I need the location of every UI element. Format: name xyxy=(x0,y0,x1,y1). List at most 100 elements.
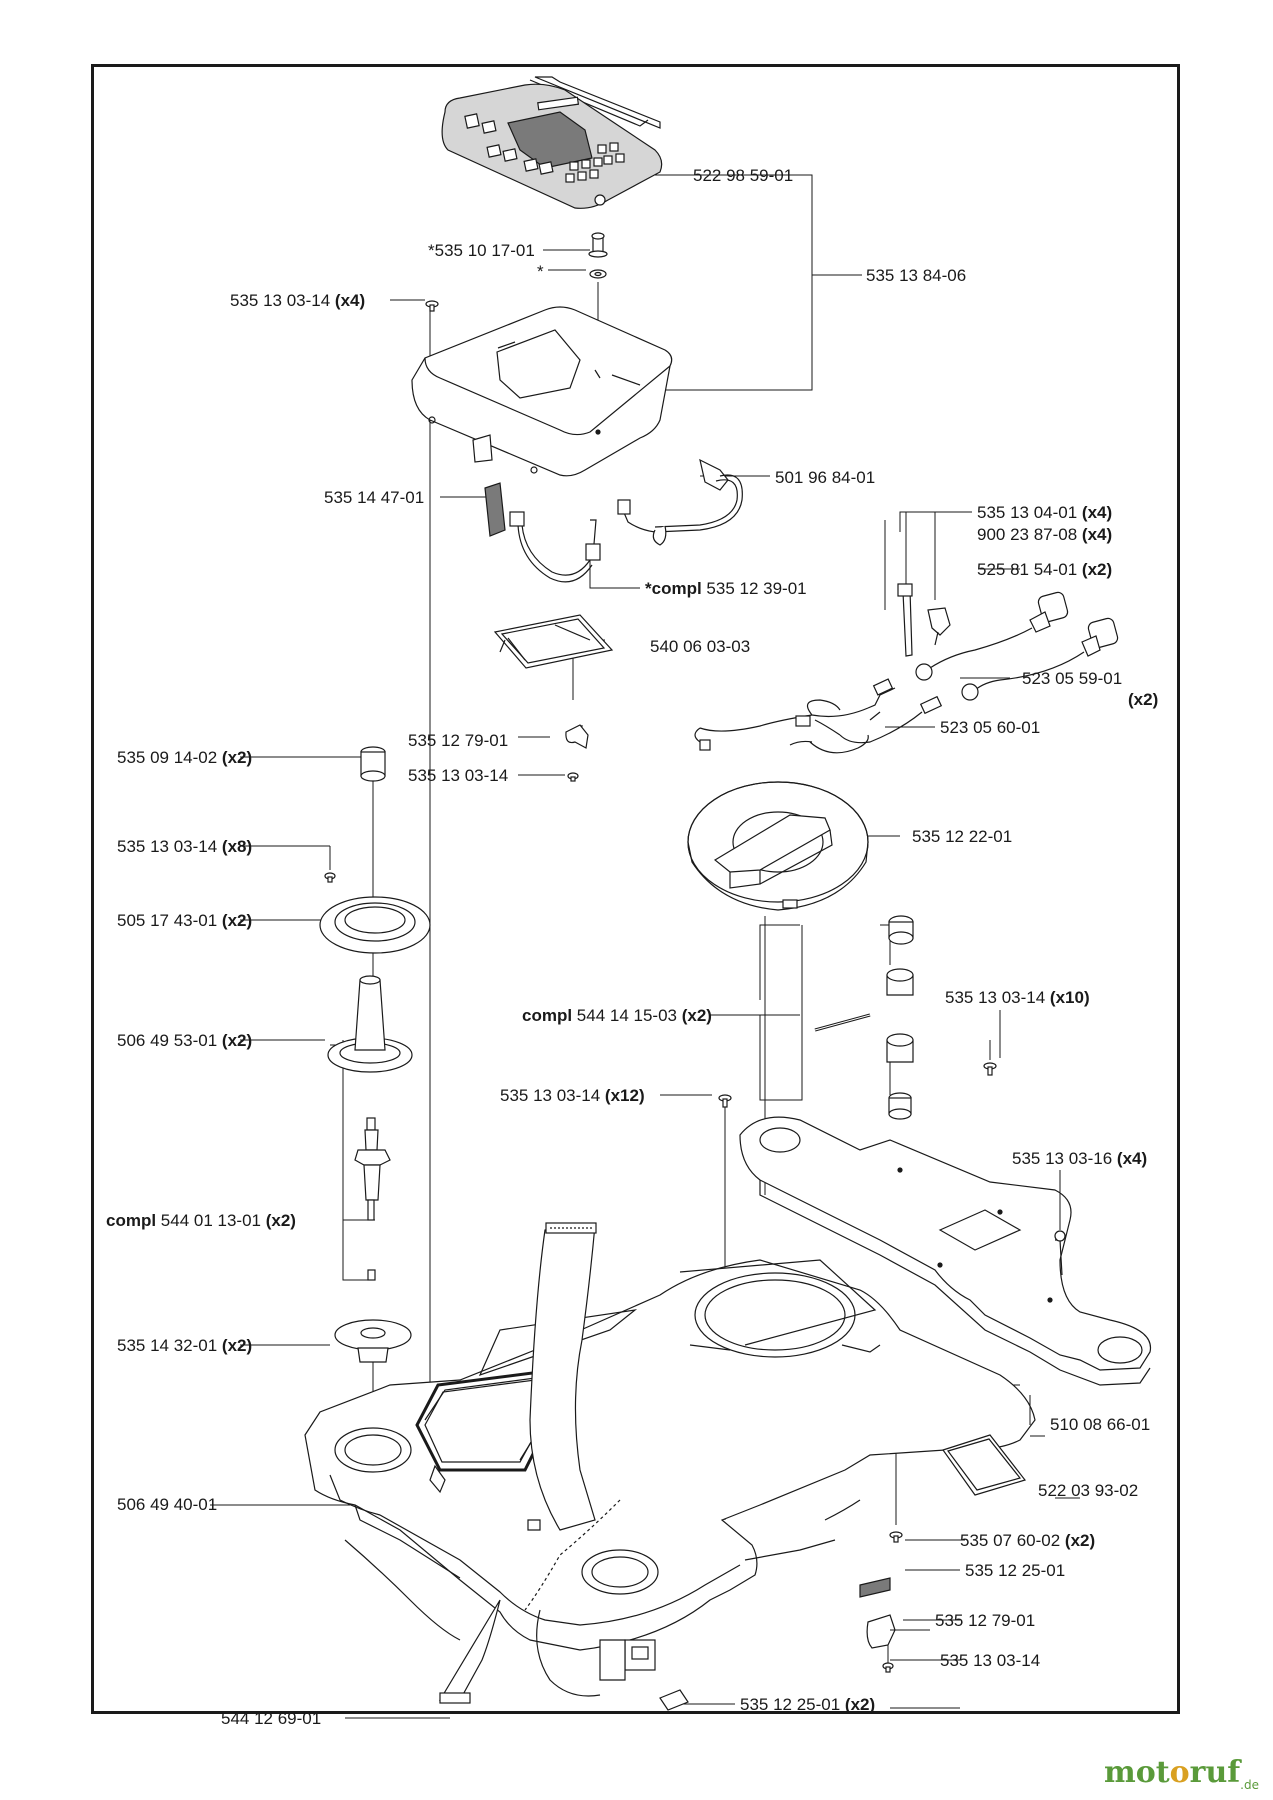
circuit-board-part xyxy=(493,614,614,669)
hinge-assembly-part xyxy=(814,915,914,1120)
callout-part-number: 523 05 59-01 xyxy=(1022,669,1122,688)
screw-part xyxy=(882,1662,894,1673)
callout-label: 505 17 43-01 (x2) xyxy=(117,911,252,930)
ribbon-cable-part xyxy=(438,1599,501,1704)
callout-prefix: *compl xyxy=(645,579,702,598)
sensor-sleeve-part xyxy=(1037,591,1119,649)
callout-label: 525 81 54-01 (x2) xyxy=(977,560,1112,579)
callout-label: 535 12 79-01 xyxy=(408,731,508,750)
connector-part xyxy=(599,1639,656,1681)
callout-part-number: 501 96 84-01 xyxy=(775,468,875,487)
callout-label: *535 10 17-01 xyxy=(428,241,535,260)
callout-quantity: (x12) xyxy=(600,1086,644,1105)
callout-label: 535 13 03-14 (x12) xyxy=(500,1086,645,1105)
callout-part-number: 506 49 40-01 xyxy=(117,1495,217,1514)
callout-label: 535 14 32-01 (x2) xyxy=(117,1336,252,1355)
mounting-plate-part xyxy=(739,1116,1152,1386)
callout-quantity: (x2) xyxy=(217,1031,252,1050)
callout-part-number: 535 13 03-14 xyxy=(500,1086,600,1105)
callout-labels: 522 98 59-01 *535 10 17-01 * 535 13 84-0… xyxy=(106,166,1158,1728)
callout-part-number: 535 14 32-01 xyxy=(117,1336,217,1355)
callout-part-number: * xyxy=(537,262,544,281)
callout-part-number: 544 14 15-03 xyxy=(572,1006,677,1025)
display-bracket-part xyxy=(484,482,506,537)
callout-label: 535 13 03-14 xyxy=(408,766,508,785)
callout-quantity: (x2) xyxy=(217,911,252,930)
screw-part xyxy=(983,1062,997,1076)
callout-part-number: 535 13 03-14 xyxy=(940,1651,1040,1670)
callout-part-number: 535 12 25-01 xyxy=(965,1561,1065,1580)
callout-quantity: (x2) xyxy=(1060,1531,1095,1550)
chassis-body xyxy=(304,1259,1036,1651)
screw-part xyxy=(889,1531,903,1543)
callout-part-number: 522 03 93-02 xyxy=(1038,1481,1138,1500)
callout-part-number: 535 14 47-01 xyxy=(324,488,424,507)
small-screw-part xyxy=(567,772,579,782)
leader-lines xyxy=(890,1010,1061,1661)
bushing-part xyxy=(334,1319,412,1363)
callout-label: compl 544 14 15-03 (x2) xyxy=(522,1006,712,1025)
callout-part-number: 525 81 54-01 xyxy=(977,560,1077,579)
callout-part-number: 535 12 22-01 xyxy=(912,827,1012,846)
small-screw-part xyxy=(324,872,336,883)
callout-label: 535 07 60-02 (x2) xyxy=(960,1531,1095,1550)
callout-part-number: 544 01 13-01 xyxy=(156,1211,261,1230)
callout-quantity: (x10) xyxy=(1045,988,1089,1007)
callout-part-number: 544 12 69-01 xyxy=(221,1709,321,1728)
callout-label: 535 13 84-06 xyxy=(866,266,966,285)
knob-part xyxy=(588,232,608,258)
callout-label: 535 09 14-02 (x2) xyxy=(117,748,252,767)
label-part xyxy=(659,1689,689,1711)
wire-harness xyxy=(509,511,601,583)
callout-quantity: (x2) xyxy=(261,1211,296,1230)
callout-prefix: compl xyxy=(522,1006,572,1025)
label-part xyxy=(859,1577,891,1598)
cable-clip-part xyxy=(927,607,951,646)
callout-label: 535 12 79-01 xyxy=(935,1611,1035,1630)
callout-part-number: 535 12 25-01 xyxy=(740,1695,840,1714)
loose-wire-part xyxy=(344,1499,861,1697)
wheel-shaft-part xyxy=(354,1117,391,1281)
spacer-part xyxy=(360,746,386,782)
callout-part-number: 535 07 60-02 xyxy=(960,1531,1060,1550)
callout-part-number: 505 17 43-01 xyxy=(117,911,217,930)
callout-part-number: 506 49 53-01 xyxy=(117,1031,217,1050)
callout-label: (x2) xyxy=(1128,690,1158,709)
callout-part-number: 535 12 39-01 xyxy=(702,579,807,598)
callout-quantity: (x4) xyxy=(330,291,365,310)
callout-quantity: (x2) xyxy=(840,1695,875,1714)
sensor-cable-a-part xyxy=(915,611,1101,701)
callout-label: 523 05 59-01 xyxy=(1022,669,1122,688)
callout-quantity: (x2) xyxy=(217,1336,252,1355)
callout-part-number: 510 08 66-01 xyxy=(1050,1415,1150,1434)
callout-label: * xyxy=(537,262,544,281)
screw-part xyxy=(718,1094,732,1108)
callout-label: 522 98 59-01 xyxy=(693,166,793,185)
callout-label: 535 12 22-01 xyxy=(912,827,1012,846)
callout-label: compl 544 01 13-01 (x2) xyxy=(106,1211,296,1230)
shaft-seal-part xyxy=(327,975,413,1073)
callout-label: 535 12 25-01 (x2) xyxy=(740,1695,875,1714)
brand-watermark: motoruf.de xyxy=(1104,1755,1259,1792)
callout-part-number: 535 13 03-16 xyxy=(1012,1149,1112,1168)
small-bracket-part xyxy=(565,724,589,749)
callout-label: 535 13 03-14 (x8) xyxy=(117,837,252,856)
callout-part-number: 535 13 03-14 xyxy=(230,291,330,310)
callout-quantity: (x4) xyxy=(1077,525,1112,544)
callout-part-number: 523 05 60-01 xyxy=(940,718,1040,737)
callout-label: 535 13 03-14 xyxy=(940,1651,1040,1670)
callout-label: 900 23 87-08 (x4) xyxy=(977,525,1112,544)
callout-label: 544 12 69-01 xyxy=(221,1709,321,1728)
callout-part-number: 535 09 14-02 xyxy=(117,748,217,767)
callout-quantity: (x4) xyxy=(1112,1149,1147,1168)
callout-label: 535 13 03-14 (x4) xyxy=(230,291,365,310)
diagram-frame xyxy=(91,64,1180,1714)
round-cover-part xyxy=(687,781,869,911)
callout-part-number: *535 10 17-01 xyxy=(428,241,535,260)
cable-assembly-part xyxy=(617,458,743,546)
callout-part-number: 535 13 03-14 xyxy=(117,837,217,856)
callout-label: 506 49 40-01 xyxy=(117,1495,217,1514)
callout-quantity: (x8) xyxy=(217,837,252,856)
callout-part-number: 522 98 59-01 xyxy=(693,166,793,185)
